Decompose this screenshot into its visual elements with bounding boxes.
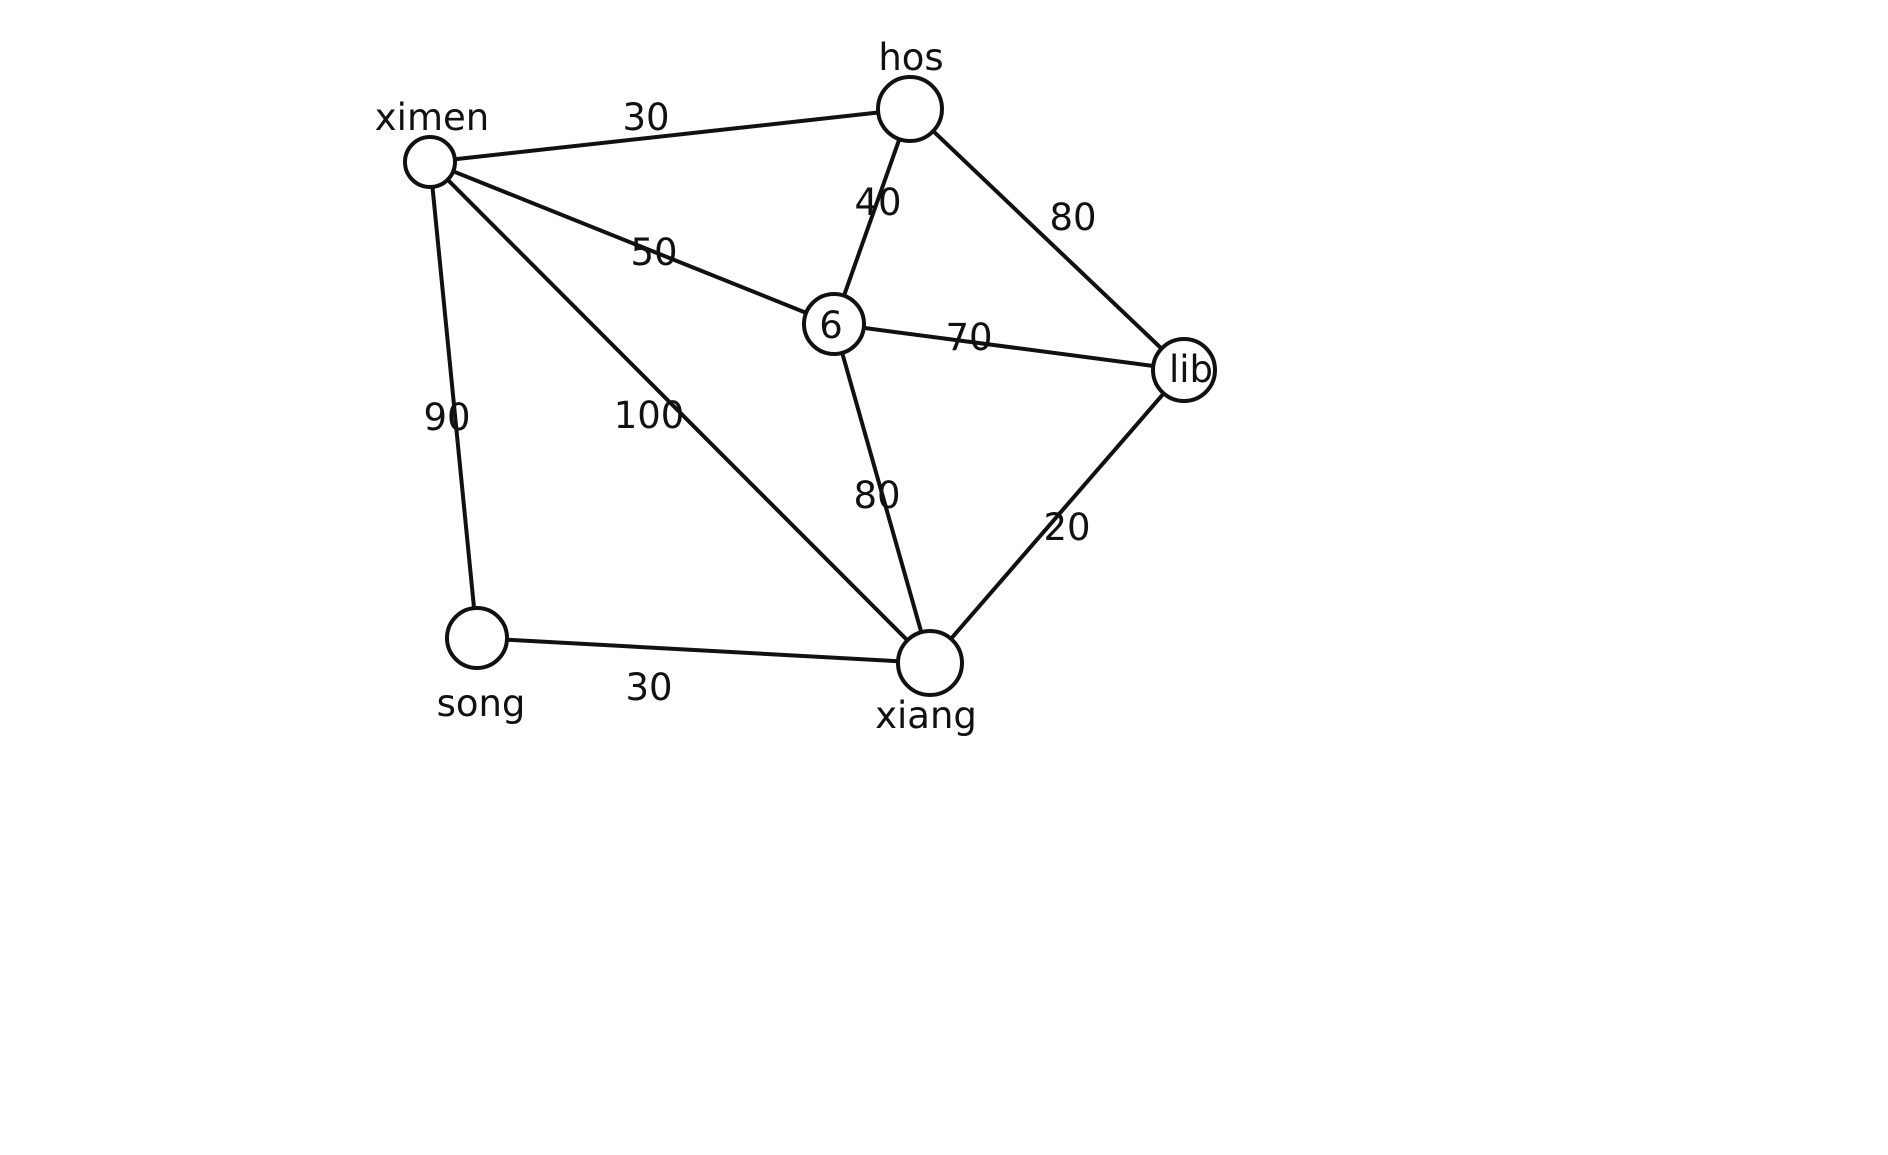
node-label-hos: hos xyxy=(878,36,943,79)
nodes-layer xyxy=(403,75,1217,697)
node-label-lib: lib xyxy=(1169,348,1213,391)
edge-weight-label-ximen-xiang: 100 xyxy=(614,394,685,437)
edge-song-xiang xyxy=(504,637,901,664)
edge-weight-label-lib-xiang: 20 xyxy=(1043,506,1090,549)
edge-lib-xiang xyxy=(948,391,1166,641)
node-hos xyxy=(876,75,944,143)
edge-weight-label-ximen-six: 50 xyxy=(630,231,677,274)
node-ximen xyxy=(403,135,457,189)
edge-weight-label-six-lib: 70 xyxy=(945,316,992,359)
node-six xyxy=(802,292,866,356)
node-label-song: song xyxy=(437,682,526,725)
node-song xyxy=(445,606,509,670)
edge-ximen-hos xyxy=(452,110,881,162)
edge-weight-label-hos-lib: 80 xyxy=(1049,196,1096,239)
edge-ximen-song xyxy=(430,184,477,611)
edge-weight-label-six-xiang: 80 xyxy=(853,474,900,517)
edge-ximen-xiang xyxy=(445,177,910,643)
edges-layer xyxy=(430,110,1166,664)
node-label-six: 6 xyxy=(819,304,843,347)
edge-hos-lib xyxy=(931,129,1164,351)
edge-ximen-six xyxy=(451,169,809,315)
edge-hos-six xyxy=(841,137,902,298)
node-label-xiang: xiang xyxy=(875,694,977,737)
node-label-ximen: ximen xyxy=(375,96,489,139)
node-lib xyxy=(1151,337,1217,403)
edge-weight-label-ximen-song: 90 xyxy=(423,396,470,439)
labels-layer: 30 50 90 100 40 80 70 80 20 30 ximen hos 6 lib song xia… xyxy=(375,36,1213,737)
edge-weight-label-ximen-hos: 30 xyxy=(622,96,669,139)
edge-weight-label-song-xiang: 30 xyxy=(625,666,672,709)
node-xiang xyxy=(896,629,964,697)
edge-six-lib xyxy=(861,325,1156,368)
edge-weight-label-hos-six: 40 xyxy=(854,181,901,224)
edge-six-xiang xyxy=(840,350,924,635)
